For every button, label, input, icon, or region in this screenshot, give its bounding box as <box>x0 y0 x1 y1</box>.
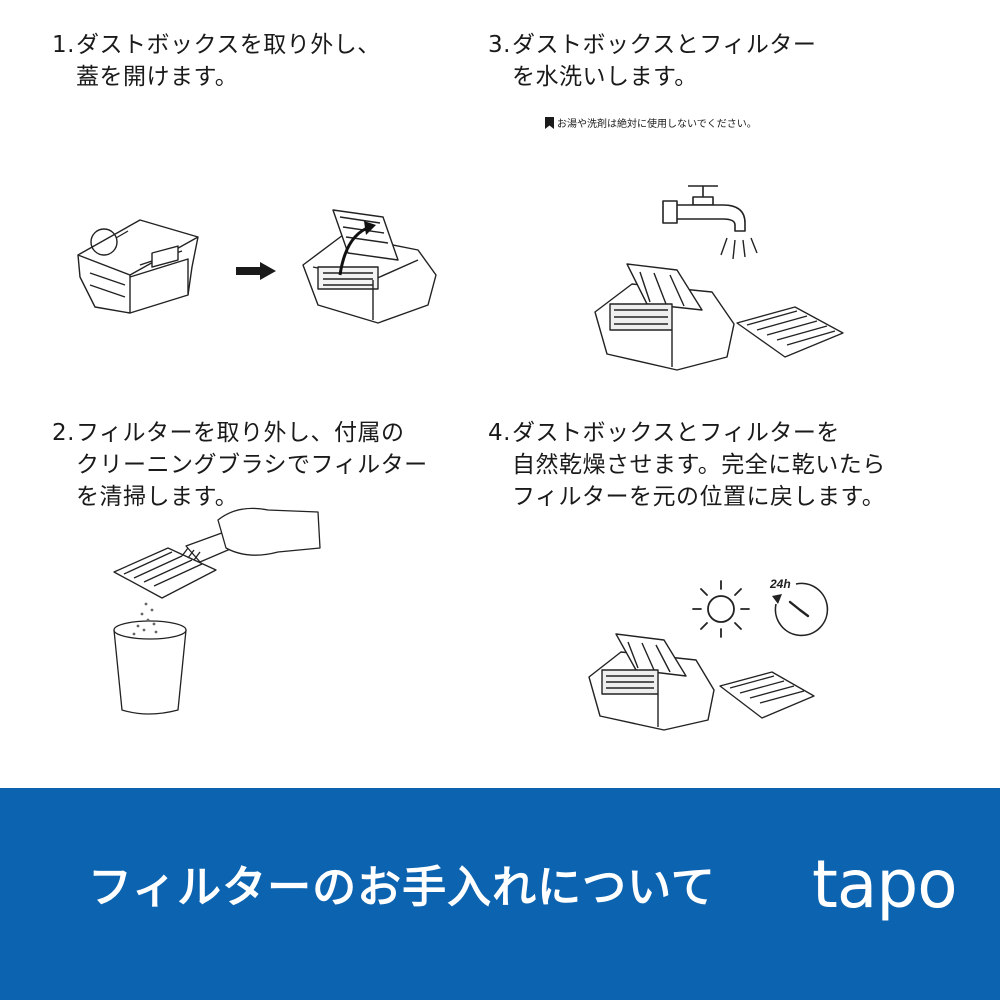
water-drop-icon <box>720 237 758 260</box>
step-1-line-1: ダストボックスを取り外し、 <box>76 32 381 58</box>
step-3-number: 3. <box>488 32 511 58</box>
step-4: 4.ダストボックスとフィルターを 自然乾燥させます。完全に乾いたら フィルターを… <box>488 417 886 513</box>
step-3-line-1: ダストボックスとフィルター <box>512 32 817 58</box>
step-3-line-2: を水洗いします。 <box>512 64 698 90</box>
step-1-line-2: 蓋を開けます。 <box>76 64 239 90</box>
step-2-line-1: フィルターを取り外し、付属の <box>76 420 405 446</box>
arrow-right-icon <box>236 262 276 280</box>
step-1: 1.ダストボックスを取り外し、 蓋を開けます。 <box>52 29 381 93</box>
sun-icon <box>692 580 750 638</box>
banner-title: フィルターのお手入れについて <box>88 862 716 913</box>
clock-icon: 24h <box>769 577 829 637</box>
hand-icon <box>217 507 321 556</box>
step-4-line-3: フィルターを元の位置に戻します。 <box>512 484 886 510</box>
step-4-line-1: ダストボックスとフィルターを <box>512 420 840 446</box>
bookmark-icon <box>545 117 554 129</box>
step-4-number: 4. <box>488 420 511 446</box>
filter-illustration <box>736 306 844 358</box>
warning-note: お湯や洗剤は絶対に使用しないでください。 <box>545 117 757 132</box>
step-1-number: 1. <box>52 32 75 58</box>
tapo-logo: tapo <box>812 846 958 923</box>
warning-note-text: お湯や洗剤は絶対に使用しないでください。 <box>557 119 757 130</box>
clock-label: 24h <box>769 577 791 591</box>
step-3: 3.ダストボックスとフィルター を水洗いします。 <box>488 29 816 93</box>
step-2-line-3: を清掃します。 <box>76 484 239 510</box>
step-4-line-2: 自然乾燥させます。完全に乾いたら <box>512 452 886 478</box>
dust-box-open-illustration <box>302 209 437 324</box>
brush-cleaning-illustration <box>113 507 321 715</box>
dust-box-wash-illustration <box>594 263 735 371</box>
filter-dry-illustration <box>719 671 815 719</box>
dust-box-dry-illustration <box>588 633 715 731</box>
dust-box-closed-illustration <box>77 219 199 314</box>
step-2: 2.フィルターを取り外し、付属の クリーニングブラシでフィルター を清掃します。 <box>52 417 428 513</box>
faucet-icon <box>662 185 758 260</box>
step-2-line-2: クリーニングブラシでフィルター <box>76 452 428 478</box>
footer-banner: フィルターのお手入れについて tapo <box>0 788 1000 1000</box>
step-2-number: 2. <box>52 420 75 446</box>
